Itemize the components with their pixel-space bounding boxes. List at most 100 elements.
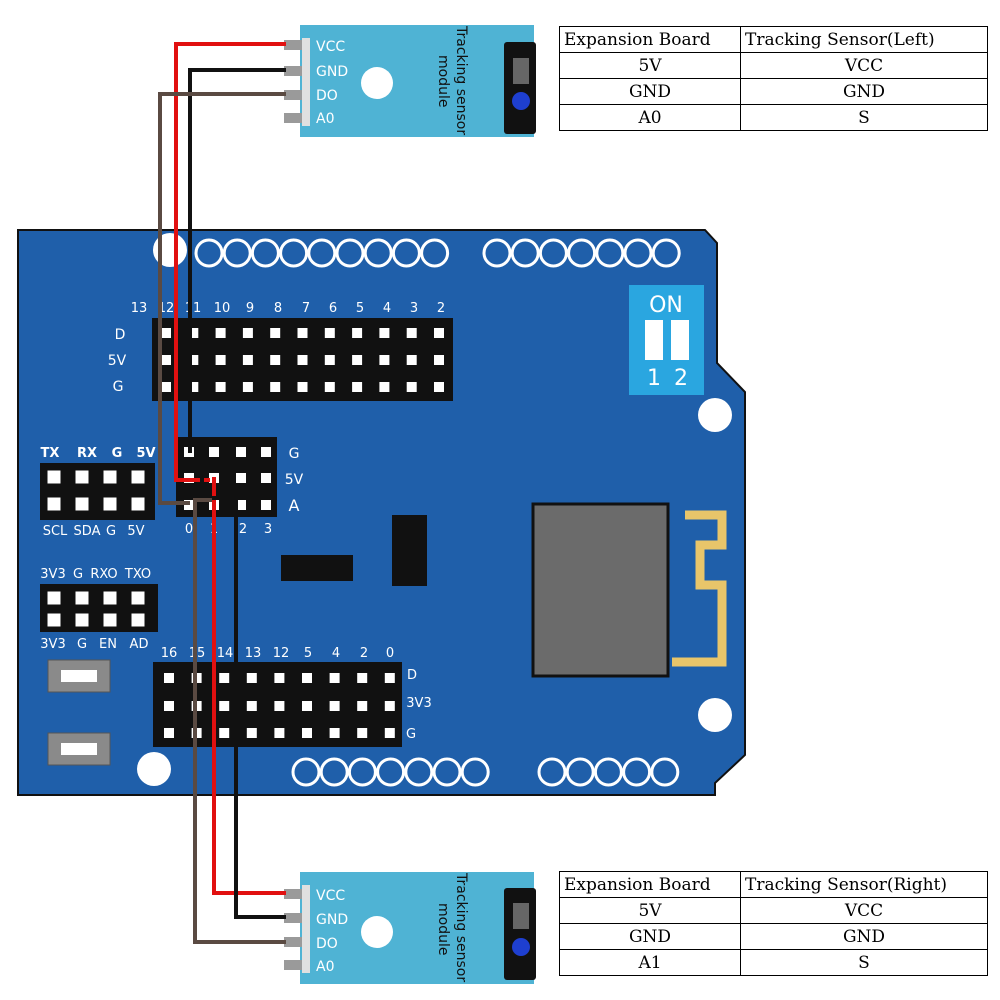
header-pin (188, 382, 199, 392)
table-row: 5V VCC (559, 897, 988, 924)
header-pin (246, 673, 257, 683)
dip-number: 2 (674, 366, 688, 391)
header-ring (595, 238, 625, 268)
row-label: 3V3 (406, 696, 431, 711)
header-ring (319, 757, 349, 787)
header-pin (164, 701, 174, 711)
header-pin (261, 500, 271, 510)
sensor-pin-label: DO (316, 88, 338, 104)
uart-header: TX RX G 5V SCL SDA G 5V (40, 446, 156, 539)
row-label: D (407, 668, 417, 683)
header-pin (352, 355, 363, 365)
header-pin (329, 728, 340, 738)
header-pin (379, 355, 390, 365)
table-row: GND GND (559, 78, 988, 105)
header-pin (164, 728, 174, 738)
header-ring (460, 757, 490, 787)
header-pin (274, 728, 285, 738)
header-pin (188, 328, 199, 338)
mounting-hole (698, 698, 732, 732)
header-ring (565, 757, 595, 787)
header-ring (250, 238, 280, 268)
header-ring (363, 238, 393, 268)
header-pin (131, 470, 145, 484)
sensor-pin (284, 113, 302, 123)
smd-component (281, 555, 353, 581)
uart-label: SDA (74, 524, 101, 539)
header-pin (324, 355, 335, 365)
wire-left-signal (158, 92, 286, 505)
row-label: A (289, 496, 300, 515)
header-pin (103, 591, 117, 605)
pin-number: 13 (131, 301, 148, 316)
header-ring (623, 238, 653, 268)
header-pin (75, 497, 89, 511)
header-ring (420, 238, 450, 268)
sensor-emitter (504, 42, 536, 134)
dip-toggle-1[interactable] (645, 320, 663, 360)
sensor-pin-label: VCC (316, 39, 345, 55)
row-label: G (406, 727, 416, 742)
connection-table-right: Expansion Board Tracking Sensor(Right) 5… (559, 871, 988, 976)
header-pin (236, 500, 246, 510)
sensor-title: Tracking sensor (453, 872, 469, 982)
header-pin (215, 382, 226, 392)
header-pin (406, 328, 417, 338)
sensor-pin-label: GND (316, 64, 348, 80)
power-header: 3V3 G RXO TXO 3V3 G EN AD (40, 567, 158, 652)
digital-header: 13 12 11 10 9 8 7 6 5 4 3 2 D 5V G (108, 301, 453, 401)
header-pin (270, 355, 281, 365)
dip-toggle-2[interactable] (671, 320, 689, 360)
header-pin (406, 382, 417, 392)
pin-number: 2 (437, 301, 445, 316)
boot-button[interactable] (47, 732, 111, 766)
uart-label: 5V (127, 524, 144, 539)
header-ring (347, 757, 377, 787)
uart-label: 5V (136, 446, 155, 461)
pin-number: 16 (161, 646, 178, 661)
header-pin (434, 355, 444, 365)
table-cell: GND (559, 923, 741, 950)
header-pin (242, 382, 253, 392)
header-ring (622, 757, 652, 787)
sensor-pin (284, 66, 302, 76)
header-pin (219, 673, 230, 683)
header-pin (47, 591, 61, 605)
header-pin (297, 382, 308, 392)
header-pin (75, 591, 89, 605)
sensor-pin (284, 40, 302, 50)
header-pin (236, 447, 246, 457)
header-pin (219, 701, 230, 711)
table-cell: GND (559, 78, 741, 105)
table-row: A0 S (559, 104, 988, 131)
header-ring (194, 238, 224, 268)
table-cell: GND (740, 923, 988, 950)
header-pin (209, 447, 219, 457)
pin-number: 4 (332, 646, 340, 661)
dip-switch[interactable]: ON 1 2 (629, 285, 704, 395)
table-cell: VCC (740, 897, 988, 924)
table-header: Expansion Board (559, 26, 741, 53)
header-pin (302, 701, 312, 711)
row-label: D (115, 327, 126, 343)
reset-button[interactable] (47, 659, 111, 693)
header-pin (384, 728, 395, 738)
table-header: Tracking Sensor(Right) (740, 871, 988, 898)
header-pin (406, 355, 417, 365)
pin-number: 4 (383, 301, 391, 316)
header-ring (567, 238, 597, 268)
pin-number: 7 (302, 301, 310, 316)
dip-switch-label: ON (649, 293, 683, 318)
header-pin (75, 470, 89, 484)
sensor-mount-hole (361, 916, 393, 948)
power-label: TXO (124, 567, 151, 582)
header-pin (434, 328, 444, 338)
row-label: G (113, 379, 124, 395)
antenna-trace (672, 510, 727, 667)
header-pin (236, 473, 246, 483)
header-ring (593, 757, 623, 787)
header-pin (357, 673, 368, 683)
pin-number: 0 (185, 522, 193, 537)
pin-number: 9 (246, 301, 254, 316)
